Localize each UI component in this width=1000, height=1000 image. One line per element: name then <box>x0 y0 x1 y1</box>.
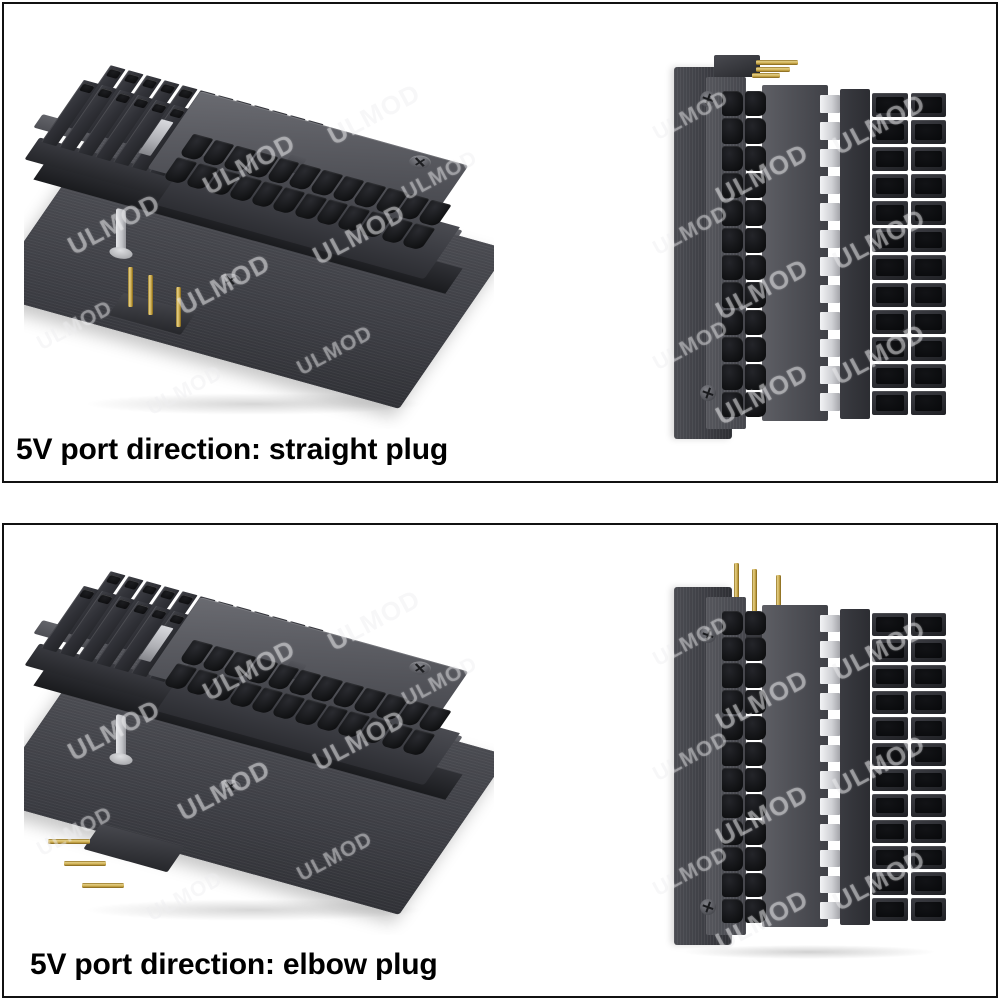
gold-pin-straight <box>176 287 181 327</box>
gold-pin-elbow <box>64 861 106 866</box>
terminal-block-array-side <box>872 613 946 922</box>
panel-elbow-plug: ULMOD ULMOD ULMOD ULMOD ULMOD ULMOD ULMO… <box>2 523 998 998</box>
product-photo-straight-side: ULMOD ULMOD ULMOD ULMOD ULMOD ULMOD ULMO… <box>644 49 994 459</box>
atx-connector-body-side <box>762 85 828 421</box>
gold-pin-elbow-side <box>776 575 781 629</box>
gold-pin-straight-side <box>756 60 798 65</box>
mounting-screw <box>700 385 716 401</box>
product-photo-straight-isometric: ULMOD ULMOD ULMOD ULMOD ULMOD ULMOD ULMO… <box>24 59 494 429</box>
gold-pin-elbow-side <box>752 569 757 625</box>
panel-straight-plug: ULMOD ULMOD ULMOD ULMOD ULMOD ULMOD ULMO… <box>2 2 998 483</box>
gold-pin-elbow-side <box>734 563 739 623</box>
product-photo-elbow-side: ULMOD ULMOD ULMOD ULMOD ULMOD ULMOD ULMO… <box>644 535 994 965</box>
mounting-screw <box>700 91 716 107</box>
gold-pin-elbow <box>48 839 90 844</box>
caption-straight-plug: 5V port direction: straight plug <box>16 433 448 466</box>
product-photo-elbow-isometric: ULMOD ULMOD ULMOD ULMOD ULMOD ULMOD ULMO… <box>24 565 494 935</box>
5v-header-housing-straight-side <box>714 55 760 77</box>
mounting-screw <box>700 627 716 643</box>
gold-pin-elbow <box>82 883 124 888</box>
mounting-screw <box>700 899 716 915</box>
latch-finger-row-side <box>820 615 840 919</box>
gold-pin-straight-side <box>756 67 790 72</box>
gold-pin-straight <box>148 275 153 315</box>
latch-finger-row-side <box>820 95 840 411</box>
atx-pin-cavities-side <box>722 611 766 924</box>
atx-pin-cavities-side <box>722 91 766 417</box>
drop-shadow <box>84 393 424 415</box>
terminal-block-bar-side <box>840 609 870 925</box>
terminal-block-bar-side <box>840 89 870 419</box>
drop-shadow <box>684 945 934 959</box>
drop-shadow <box>84 899 424 921</box>
gold-pin-straight-side <box>752 73 780 78</box>
gold-pin-straight <box>128 267 133 307</box>
terminal-block-array-side <box>872 93 946 415</box>
atx-connector-body-side <box>762 605 828 927</box>
caption-elbow-plug: 5V port direction: elbow plug <box>30 948 438 981</box>
